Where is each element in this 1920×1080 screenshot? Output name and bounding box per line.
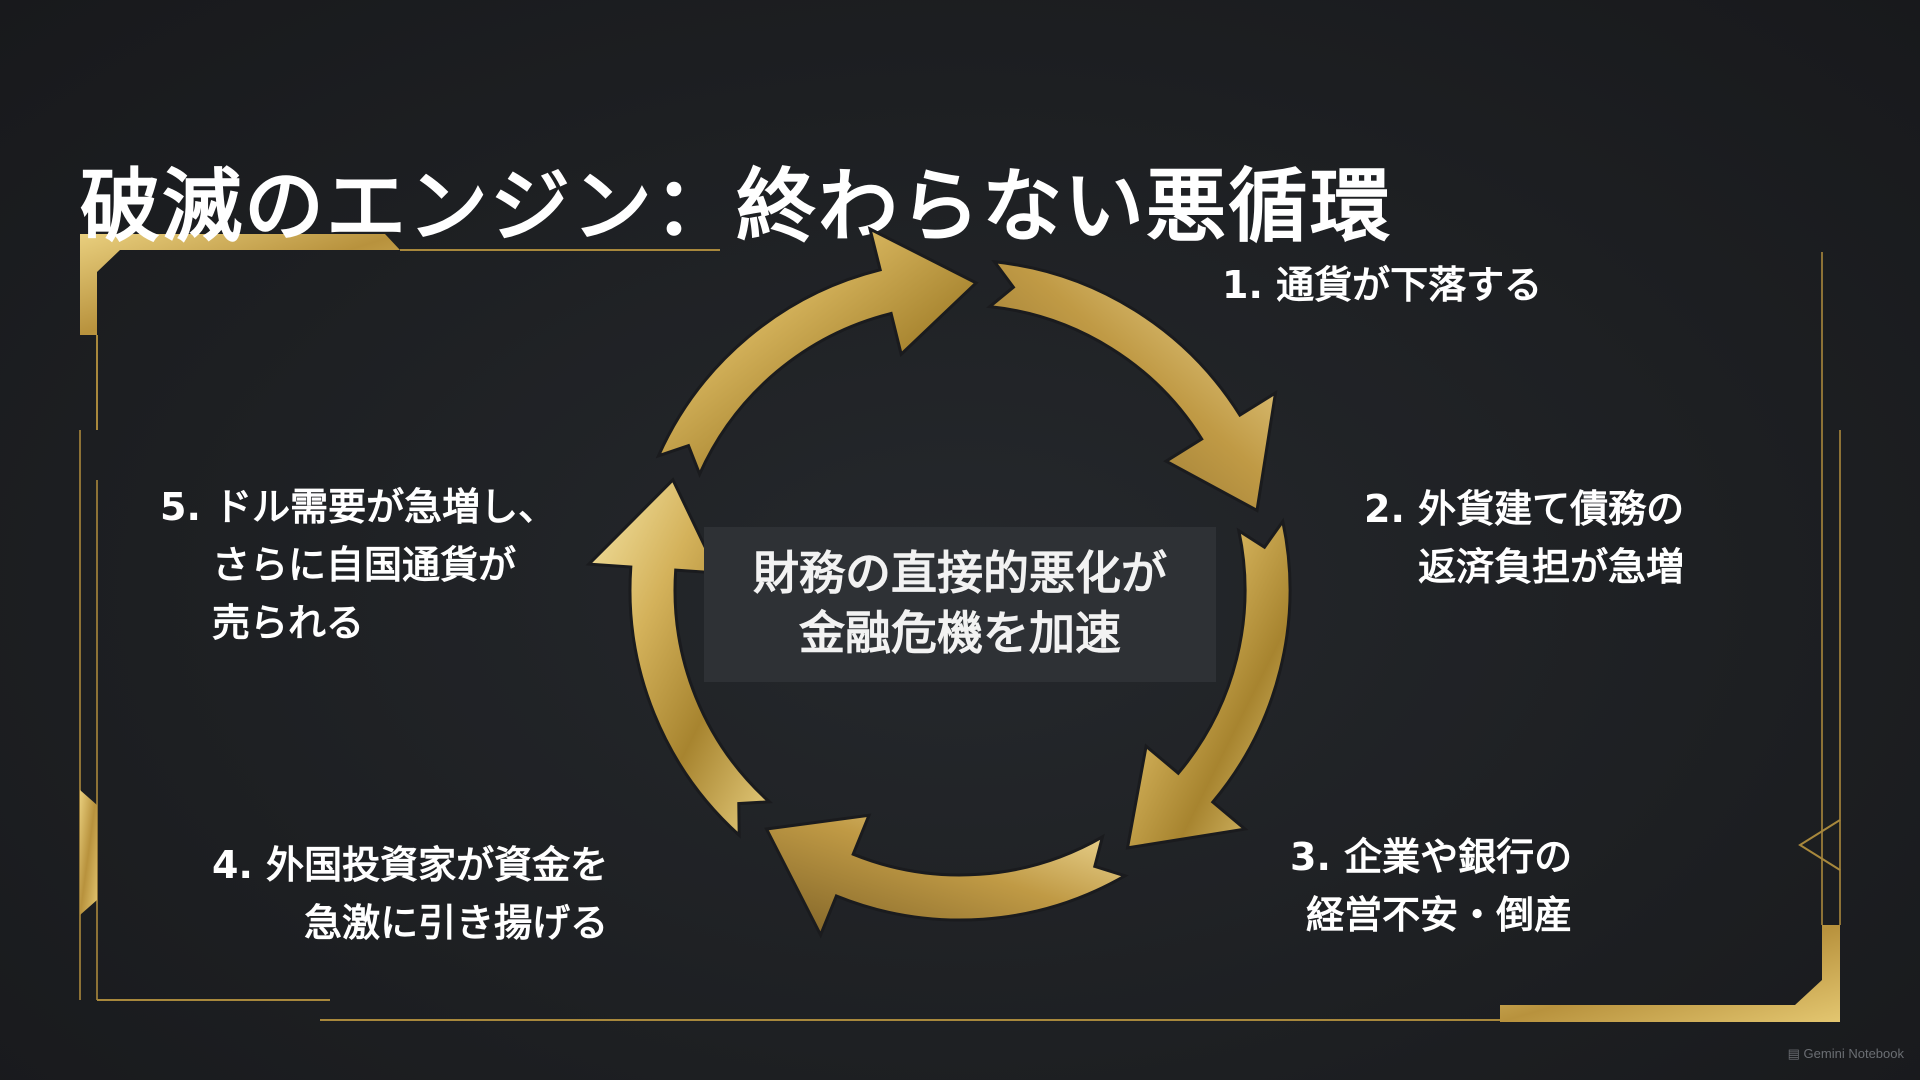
- step-2-label: 2. 外貨建て債務の 返済負担が急増: [1364, 480, 1684, 596]
- frame-notch-left: [80, 790, 97, 915]
- slide-title: 破滅のエンジン：終わらない悪循環: [80, 159, 1392, 253]
- step-5-line1: 5. ドル需要が急増し、: [160, 485, 557, 529]
- step-5-line2: さらに自国通貨が: [212, 543, 517, 587]
- step-2-line1: 2. 外貨建て債務の: [1364, 487, 1685, 531]
- step-1-line1: 1. 通貨が下落する: [1222, 263, 1543, 307]
- step-1-label: 1. 通貨が下落する: [1222, 256, 1542, 314]
- cycle-arrow-2: [986, 259, 1278, 513]
- cycle-arrow-3: [1125, 517, 1292, 850]
- watermark-text: Gemini Notebook: [1803, 1046, 1904, 1061]
- cycle-arrow-1: [655, 226, 979, 478]
- frame-notch-right: [1798, 819, 1841, 871]
- frame-corner-bottom-right: [1500, 925, 1840, 1022]
- step-5-line3: 売られる: [212, 601, 365, 645]
- step-4-line2: 急激に引き揚げる: [304, 901, 609, 945]
- frame-corner-top-left: [80, 234, 400, 335]
- step-4-line1: 4. 外国投資家が資金を: [212, 843, 609, 887]
- step-4-label: 4. 外国投資家が資金を 急激に引き揚げる: [212, 836, 608, 952]
- step-2-line2: 返済負担が急増: [1418, 545, 1685, 589]
- step-3-line1: 3. 企業や銀行の: [1290, 835, 1573, 879]
- notebook-icon: ▤: [1787, 1046, 1804, 1061]
- center-message-line2: 金融危機を加速: [799, 606, 1121, 660]
- watermark: ▤ Gemini Notebook: [1788, 1046, 1904, 1062]
- cycle-arrow-4: [764, 813, 1129, 939]
- step-3-line2: 経営不安・倒産: [1306, 893, 1573, 937]
- cycle-arrow-5: [585, 477, 773, 839]
- step-5-label: 5. ドル需要が急増し、 さらに自国通貨が 売られる: [160, 478, 556, 652]
- center-message-line1: 財務の直接的悪化が: [753, 546, 1167, 600]
- step-3-label: 3. 企業や銀行の 経営不安・倒産: [1290, 828, 1572, 944]
- center-message: 財務の直接的悪化が 金融危機を加速: [704, 527, 1216, 682]
